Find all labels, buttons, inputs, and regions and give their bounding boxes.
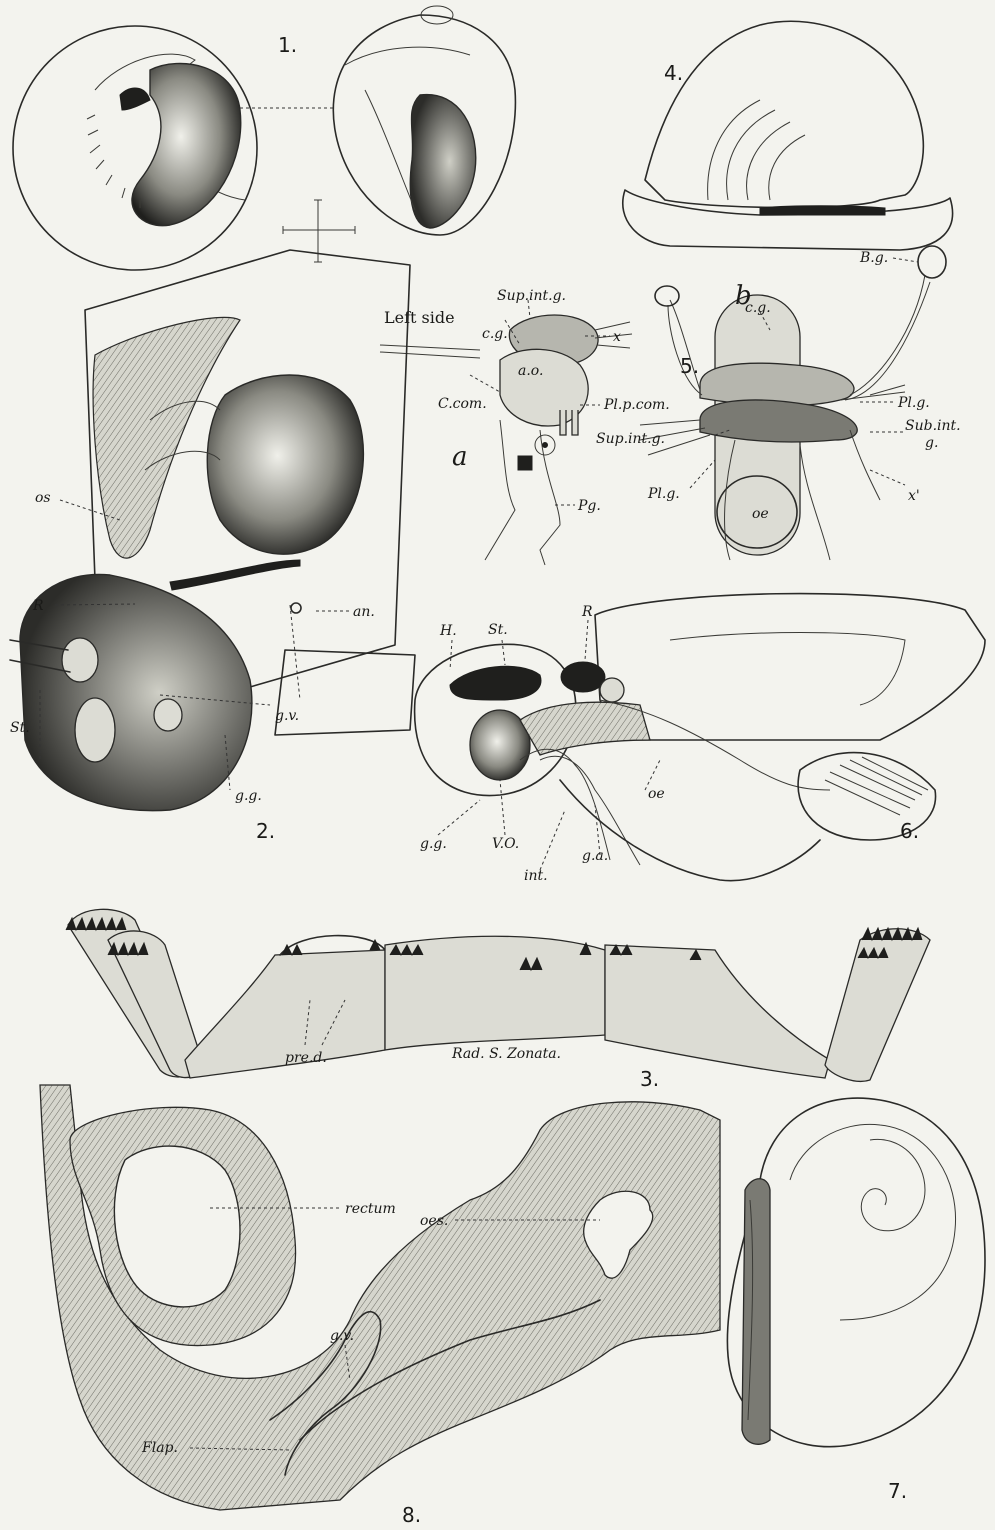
figure-number-5: 5. (680, 354, 699, 378)
rectum-lumen (114, 1146, 240, 1307)
cerebro-buccal-connective-right (845, 275, 930, 400)
label-sup-int-g-b: Sup.int.g. (596, 431, 665, 447)
figure-6-internal-anatomy: H. St. R oe g.g. V.O. g.a. int. 6. (415, 594, 985, 884)
figure-number-2: 2. (256, 819, 275, 843)
figure-3-radula-teeth: pre.d. Rad. S. Zonata. 3. (66, 909, 930, 1091)
label-flap: Flap. (141, 1440, 178, 1456)
label-pg: Pg. (577, 498, 601, 514)
figure-number-6: 6. (900, 819, 919, 843)
label-oes: oes. (420, 1213, 448, 1229)
rectum-line (170, 560, 300, 590)
visceral-mass (20, 574, 252, 810)
heart-stomach-dark (450, 666, 541, 700)
label-gg-fig6: g.g. (420, 836, 447, 852)
label-int-fig6: int. (524, 868, 548, 884)
animal-shell-outline (645, 21, 923, 207)
genital-gland-dot (154, 699, 182, 731)
genital-ducts-fig6 (520, 749, 640, 865)
ring-fig6 (600, 678, 624, 702)
figure-number-1: 1. (278, 33, 297, 57)
leader-bg (893, 258, 918, 262)
label-rectum: rectum (345, 1201, 396, 1217)
label-an: an. (353, 604, 375, 620)
shell-umbilicus (120, 88, 150, 110)
foot-dashed-fig6 (670, 633, 905, 706)
shell-spiral-fig7 (861, 1139, 925, 1230)
figure-number-4: 4. (664, 61, 683, 85)
label-gv-fig2: g.v. (275, 708, 299, 724)
figure-1-shells: 1. (13, 6, 515, 270)
shell-columella (365, 90, 415, 210)
label-pred: pre.d. (285, 1050, 327, 1066)
figure-8-section: rectum oes. g.v. Flap. 8. (40, 1085, 720, 1527)
stomach-chamber-1 (62, 638, 98, 682)
label-H-fig6: H. (439, 623, 457, 639)
label-oe-b: oe (752, 506, 769, 522)
figure-5-nervous-system: Sup.int.g. Left side c.g. x a.o. C.com. … (380, 246, 961, 565)
label-St-fig2: St. (10, 720, 30, 736)
label-vo-fig6: V.O. (492, 836, 519, 852)
shell-aperture-left (132, 63, 241, 225)
leader-plg-b2 (690, 460, 715, 488)
columella-fig7 (742, 1179, 770, 1445)
sub-intestinal-ganglion (700, 400, 857, 442)
label-ga-fig6: g.a. (582, 848, 608, 864)
buccal-ganglion-right (918, 246, 946, 278)
tooth-far-right (825, 929, 930, 1082)
label-left-side: Left side (384, 308, 455, 327)
label-ao: a.o. (518, 363, 543, 379)
label-sup-int-g: Sup.int.g. (497, 288, 566, 304)
caption-rad-s-zonata: Rad. S. Zonata. (451, 1046, 561, 1062)
label-St-fig6: St. (488, 622, 508, 638)
buccal-ganglion-left (655, 286, 679, 306)
label-plp-com: Pl.p.com. (603, 397, 670, 413)
stomach-chamber-2 (75, 698, 115, 762)
label-x: x (613, 329, 621, 345)
label-gv-fig8: g.v. (330, 1328, 354, 1344)
figure-2-dissected-animal: os R an. St. g.v. g.g. 2. (10, 250, 415, 843)
figure-4-animal-side-view: 4. (623, 21, 953, 250)
figure-7-shell-section: 7. (727, 1098, 985, 1503)
cerebro-buccal-connective-left (668, 300, 702, 395)
rectum-dark-fig6 (561, 662, 605, 692)
hatched-region-fig6 (520, 702, 650, 755)
label-R-fig6: R (581, 604, 593, 620)
label-plg-b1: Pl.g. (897, 395, 930, 411)
otocyst-hatched (518, 456, 532, 470)
lateral-tooth-right (605, 945, 830, 1078)
figure-number-3: 3. (640, 1067, 659, 1091)
label-plg-b2: Pl.g. (647, 486, 680, 502)
animal-foot-shadow (760, 206, 885, 215)
shell-aperture-right (410, 95, 475, 228)
label-cg: c.g. (482, 326, 508, 342)
label-sub-int: Sub.int. (905, 418, 961, 434)
figure-number-8: 8. (402, 1503, 421, 1527)
leader-c-com (470, 375, 500, 392)
mantle-cavity-dark (207, 375, 363, 554)
anus-marker (291, 603, 301, 613)
label-xprime: x' (908, 488, 920, 504)
label-cg-b: c.g. (745, 300, 771, 316)
animal-body-fig6 (595, 594, 985, 740)
pleural-ganglia-band (700, 363, 854, 405)
leader-xprime (870, 470, 905, 485)
scale-cross (283, 200, 355, 262)
shell-inner-whorl-fig7 (790, 1124, 956, 1320)
shell-suture (345, 47, 470, 65)
figure-number-7: 7. (888, 1479, 907, 1503)
animal-mantle-lines (708, 100, 805, 200)
pedal-nerves (485, 420, 560, 565)
label-os: os (35, 490, 51, 506)
label-bg: B.g. (859, 250, 888, 266)
label-oe-fig6: oe (648, 786, 665, 802)
label-g: g. (925, 435, 938, 451)
animal-foot (623, 190, 953, 250)
radula-lines-fig6 (825, 757, 928, 815)
label-R-fig2: R (32, 598, 44, 614)
label-c-com: C.com. (438, 396, 487, 412)
label-part-a: a (452, 442, 468, 472)
label-gg-fig2: g.g. (235, 788, 262, 804)
